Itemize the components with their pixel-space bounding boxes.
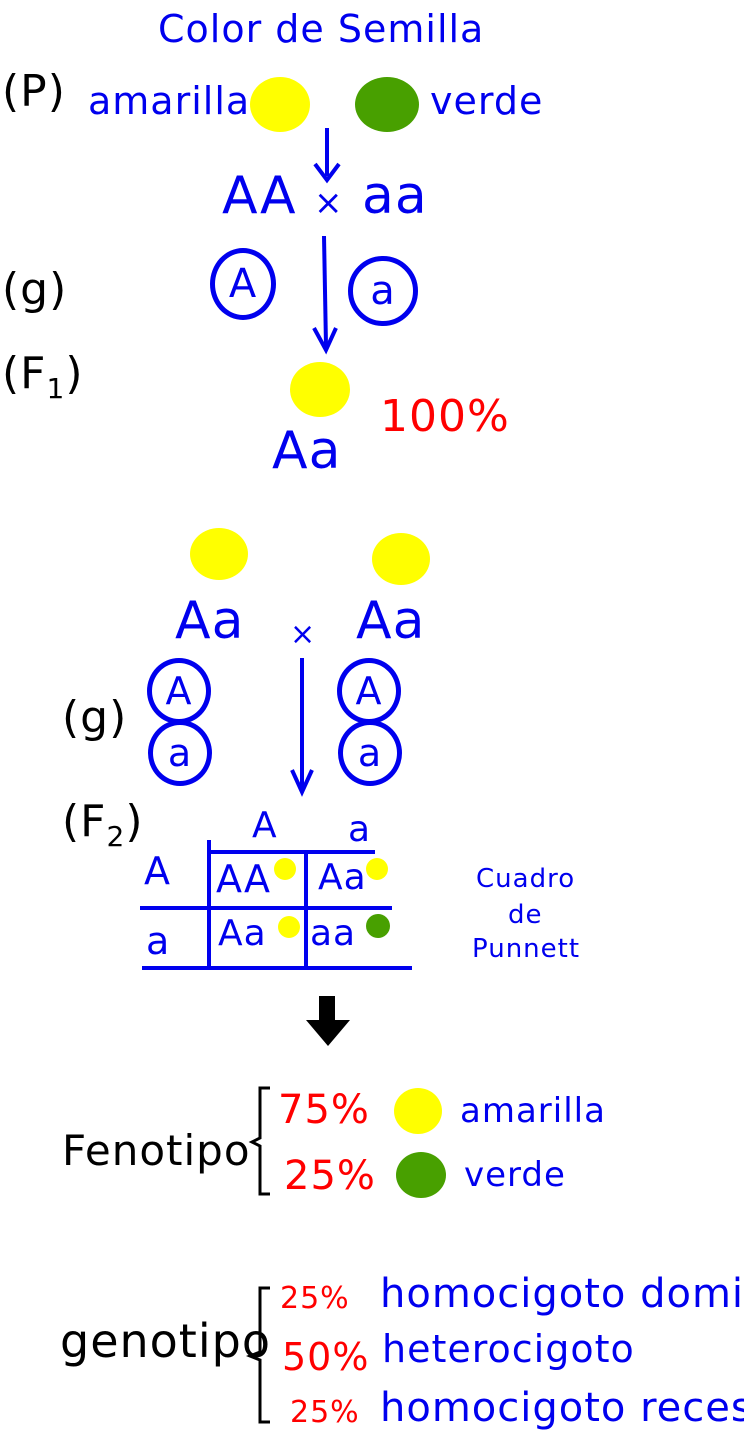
generation-label-g: (g)	[62, 692, 128, 743]
result-arrow-down-icon	[306, 996, 350, 1046]
punnett-row-header: a	[146, 919, 171, 963]
brace-icon	[245, 1286, 270, 1424]
generation-label-p: (P)	[2, 66, 66, 117]
gamete-a-circle: a	[338, 720, 402, 786]
yellow-seed-icon	[394, 1088, 442, 1134]
gamete-a-circle: a	[148, 720, 212, 786]
gamete-A-circle: A	[147, 658, 211, 724]
fenotipo-trait: amarilla	[460, 1091, 606, 1131]
genotipo-type: homocigoto recesivo	[380, 1385, 744, 1431]
trait-verde-label: verde	[430, 79, 544, 123]
yellow-seed-icon	[278, 916, 300, 938]
punnett-cell: AA	[216, 857, 272, 901]
green-seed-icon	[366, 914, 390, 938]
gamete-a-circle: a	[348, 256, 418, 326]
arrow-down-icon	[290, 658, 314, 797]
yellow-seed-icon	[250, 77, 310, 132]
yellow-seed-icon	[190, 528, 248, 580]
yellow-seed-icon	[366, 858, 388, 880]
cross-symbol: ×	[314, 183, 344, 223]
generation-label-f1: (F1)	[2, 348, 84, 405]
genotipo-type: homocigoto dominante	[380, 1271, 744, 1317]
arrow-down-icon	[312, 235, 338, 355]
generation-label-f2: (F2)	[62, 796, 144, 853]
punnett-cell: aa	[310, 913, 357, 954]
yellow-seed-icon	[274, 858, 296, 880]
yellow-seed-icon	[290, 362, 350, 417]
diagram-title: Color de Semilla	[158, 7, 485, 51]
green-seed-icon	[355, 77, 419, 132]
f1-parent-genotype-left: Aa	[175, 591, 245, 651]
arrow-down-icon	[313, 128, 341, 184]
gamete-a-label: a	[370, 268, 396, 314]
yellow-seed-icon	[372, 533, 430, 585]
genotipo-type: heterocigoto	[382, 1327, 635, 1371]
f1-percent: 100%	[380, 391, 510, 442]
fenotipo-percent: 25%	[284, 1153, 376, 1199]
genotipo-percent: 25%	[290, 1395, 360, 1430]
parent-genotype-left: AA	[222, 166, 297, 226]
punnett-col-header: a	[348, 809, 372, 850]
fenotipo-percent: 75%	[278, 1087, 370, 1133]
gamete-A-circle: A	[337, 658, 401, 724]
cross-symbol: ×	[290, 617, 317, 652]
parent-genotype-right: aa	[362, 166, 428, 226]
f1-parent-genotype-right: Aa	[356, 591, 426, 651]
green-seed-icon	[396, 1152, 446, 1198]
gamete-A-label: A	[228, 261, 258, 307]
brace-icon	[248, 1086, 270, 1196]
gamete-A-circle: A	[210, 248, 276, 320]
fenotipo-label: Fenotipo	[62, 1126, 251, 1175]
punnett-cell: Aa	[318, 857, 367, 898]
fenotipo-trait: verde	[464, 1155, 566, 1195]
genotipo-percent: 50%	[282, 1335, 370, 1379]
f1-genotype: Aa	[272, 421, 342, 481]
genotipo-percent: 25%	[280, 1281, 350, 1316]
genotipo-label: genotipo	[60, 1314, 271, 1368]
punnett-col-header: A	[252, 805, 278, 846]
trait-amarilla-label: amarilla	[88, 79, 251, 123]
generation-label-g: (g)	[2, 264, 68, 315]
punnett-row-header: A	[144, 849, 171, 893]
punnett-cell: Aa	[218, 913, 267, 954]
